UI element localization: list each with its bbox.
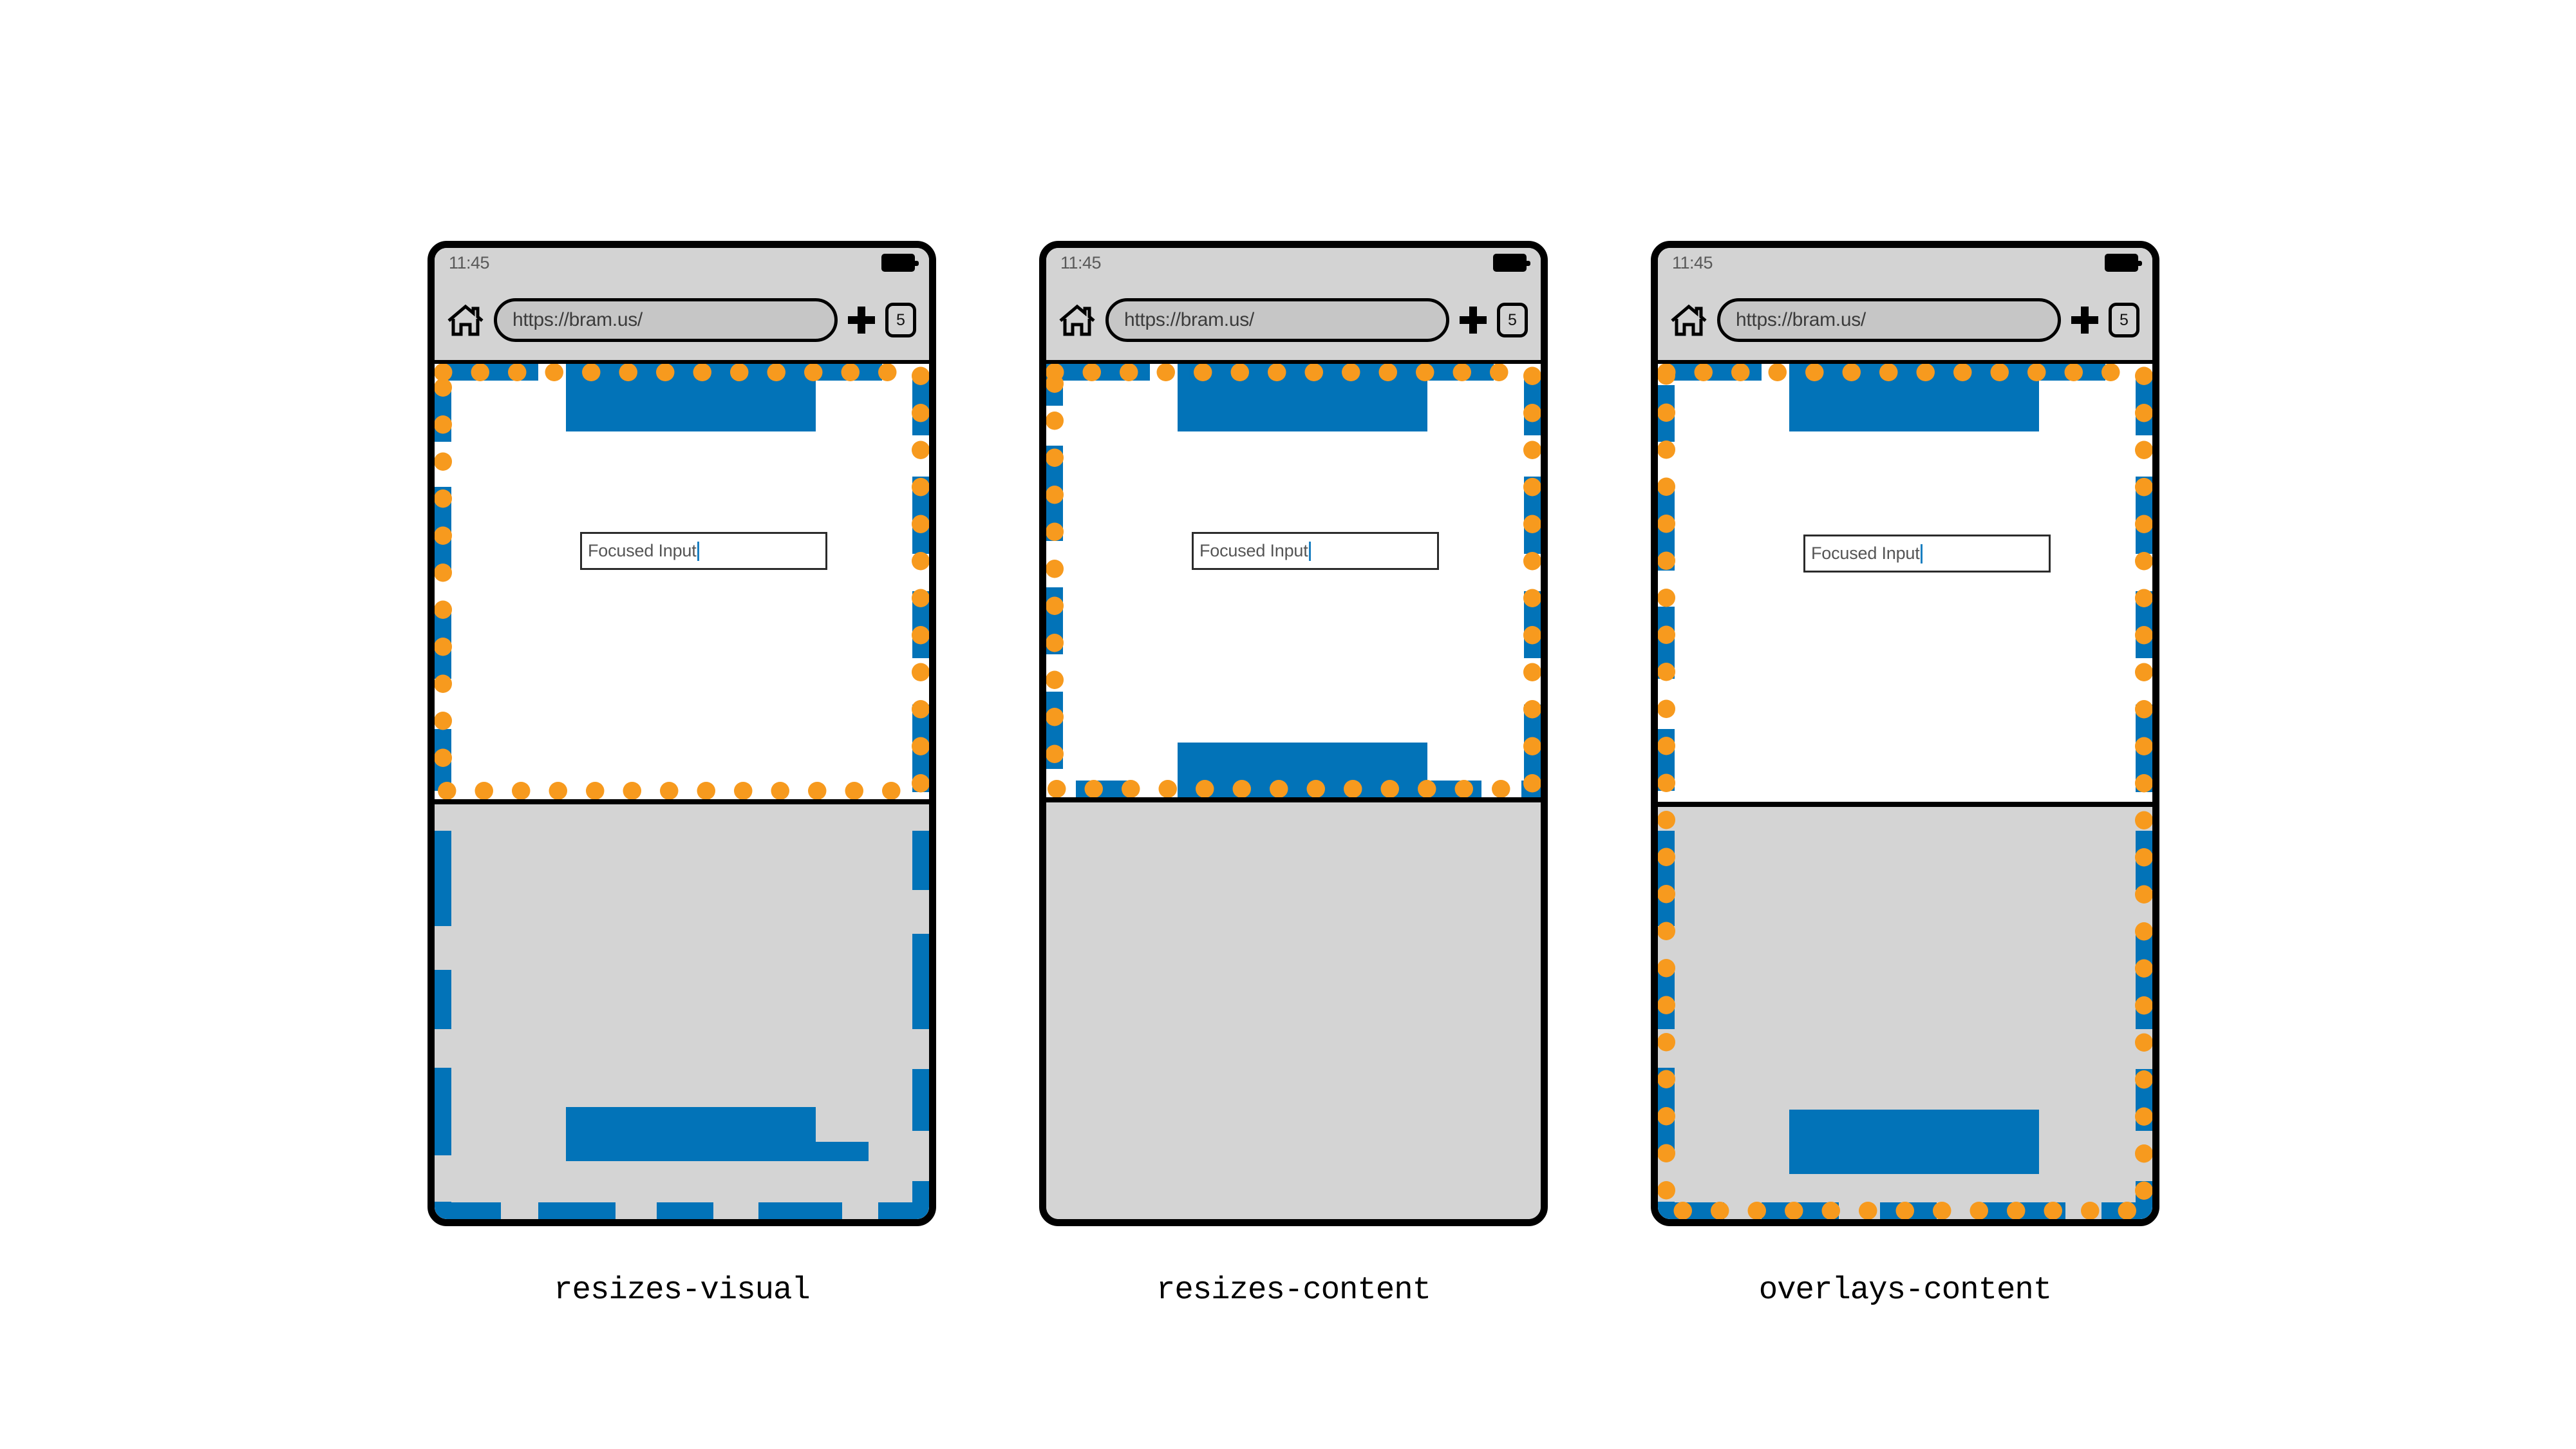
battery-full-icon	[1493, 254, 1530, 272]
plus-icon[interactable]	[2071, 307, 2098, 334]
status-bar: 11:45	[1658, 248, 2152, 281]
visual-viewport: Focused Input	[435, 364, 929, 799]
focused-input[interactable]: Focused Input	[1192, 532, 1439, 570]
focused-input-value: Focused Input	[588, 541, 697, 560]
visual-viewport: Focused Input	[1046, 364, 1541, 797]
browser-chrome: 11:45 https://bram.us/ 5	[1046, 248, 1541, 364]
text-caret	[697, 541, 699, 561]
url-text: https://bram.us/	[1736, 309, 1866, 330]
focused-input-value: Focused Input	[1811, 544, 1920, 563]
page-block-top	[1178, 364, 1427, 431]
page-block-bottom	[1789, 1110, 2039, 1174]
focused-input[interactable]: Focused Input	[580, 532, 827, 570]
clock-label: 11:45	[449, 253, 490, 272]
home-icon[interactable]	[1059, 303, 1095, 337]
phone-resizes-visual: 11:45 https://bram.us/ 5	[428, 241, 936, 1226]
caption-resizes-visual: resizes-visual	[554, 1272, 811, 1308]
tab-count-button[interactable]: 5	[885, 303, 916, 337]
page-block-bottom-secondary	[566, 1142, 869, 1161]
focused-input[interactable]: Focused Input	[1803, 535, 2051, 573]
browser-chrome: 11:45 https://bram.us/ 5	[1658, 248, 2152, 364]
battery-full-icon	[2105, 254, 2142, 272]
virtual-keyboard	[1046, 797, 1541, 1219]
virtual-keyboard	[1658, 802, 2152, 1219]
status-bar: 11:45	[435, 248, 929, 281]
tab-count-label: 5	[896, 310, 905, 329]
status-bar: 11:45	[1046, 248, 1541, 281]
page-block-top	[566, 364, 816, 431]
phone-overlays-content: 11:45 https://bram.us/ 5	[1651, 241, 2159, 1226]
home-icon[interactable]	[447, 303, 484, 337]
caption-resizes-content: resizes-content	[1156, 1272, 1431, 1308]
plus-icon[interactable]	[1460, 307, 1487, 334]
focused-input-value: Focused Input	[1199, 541, 1308, 560]
url-text: https://bram.us/	[1124, 309, 1254, 330]
tab-count-button[interactable]: 5	[1497, 303, 1528, 337]
browser-chrome: 11:45 https://bram.us/ 5	[435, 248, 929, 364]
plus-icon[interactable]	[848, 307, 875, 334]
page-block-top	[1789, 364, 2039, 431]
url-bar[interactable]: https://bram.us/	[494, 298, 838, 342]
tab-count-label: 5	[2120, 310, 2129, 329]
phone-resizes-content: 11:45 https://bram.us/ 5	[1039, 241, 1548, 1226]
visual-viewport: Focused Input	[1658, 364, 2152, 802]
url-bar[interactable]: https://bram.us/	[1717, 298, 2061, 342]
url-bar[interactable]: https://bram.us/	[1105, 298, 1449, 342]
text-caret	[1308, 541, 1311, 561]
battery-full-icon	[881, 254, 919, 272]
virtual-keyboard	[435, 799, 929, 1219]
text-caret	[1920, 544, 1923, 564]
browser-toolbar: https://bram.us/ 5	[435, 281, 929, 359]
caption-overlays-content: overlays-content	[1758, 1272, 2052, 1308]
browser-toolbar: https://bram.us/ 5	[1046, 281, 1541, 359]
tab-count-button[interactable]: 5	[2109, 303, 2139, 337]
home-icon[interactable]	[1671, 303, 1707, 337]
browser-toolbar: https://bram.us/ 5	[1658, 281, 2152, 359]
tab-count-label: 5	[1508, 310, 1517, 329]
page-block-bottom	[1178, 743, 1427, 797]
clock-label: 11:45	[1672, 253, 1713, 272]
clock-label: 11:45	[1060, 253, 1102, 272]
url-text: https://bram.us/	[512, 309, 643, 330]
